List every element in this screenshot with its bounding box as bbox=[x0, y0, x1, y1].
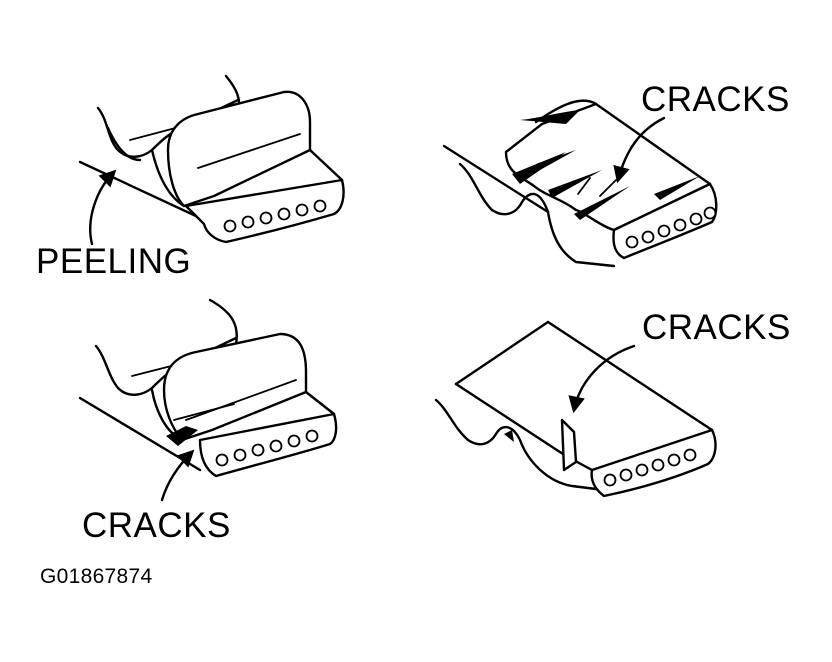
belt-cracked-bottom-left bbox=[78, 298, 338, 502]
label-peeling: PEELING bbox=[36, 242, 192, 281]
belt-cracked-bottom-right bbox=[434, 320, 717, 498]
belt-peeling bbox=[78, 74, 345, 246]
figure-code: G01867874 bbox=[40, 565, 153, 588]
belt-cracked-top bbox=[442, 99, 718, 268]
label-cracks-bottom-right: CRACKS bbox=[642, 308, 791, 347]
label-cracks-top-right: CRACKS bbox=[641, 80, 790, 119]
label-cracks-bottom-left: CRACKS bbox=[82, 506, 231, 545]
